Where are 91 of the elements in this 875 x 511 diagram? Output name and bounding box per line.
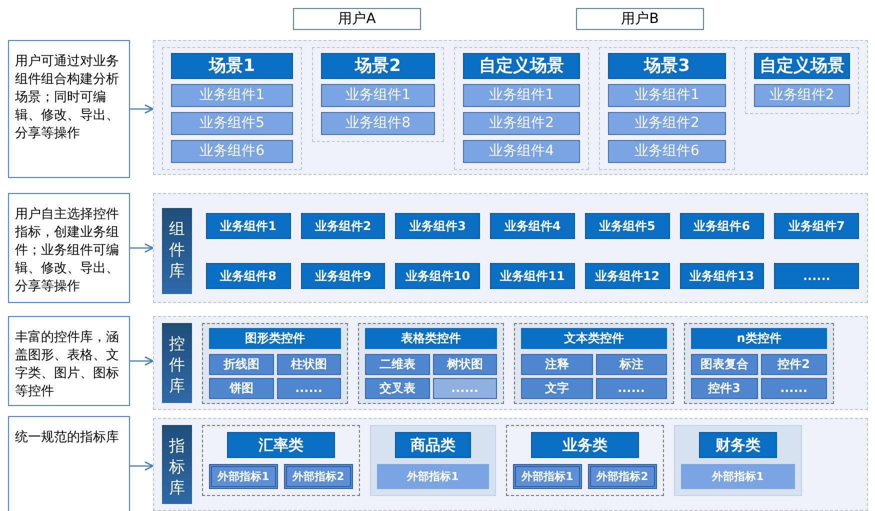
scene-header: 自定义场景 bbox=[462, 53, 580, 79]
scene-card bbox=[744, 47, 859, 114]
component-tile: 业务组件3 bbox=[395, 213, 480, 239]
category-header: 表格类控件 bbox=[365, 328, 497, 349]
control-tile: 控件3 bbox=[691, 378, 758, 399]
component-tile: 业务组件4 bbox=[462, 140, 580, 163]
component-tile: 业务组件6 bbox=[608, 140, 726, 163]
component-tile: 业务组件2 bbox=[754, 84, 850, 107]
layer-panel bbox=[153, 418, 868, 511]
component-tile: 业务组件8 bbox=[321, 112, 435, 135]
component-tile: 业务组件1 bbox=[206, 213, 291, 239]
category-header: 业务类 bbox=[531, 432, 639, 458]
control-tile: 文字 bbox=[521, 378, 592, 399]
indicator-tile: 外部指标2 bbox=[284, 464, 353, 489]
indicator-group bbox=[202, 425, 360, 496]
control-group bbox=[684, 323, 834, 404]
component-tile: 业务组件7 bbox=[774, 213, 859, 239]
category-header: n类控件 bbox=[691, 328, 827, 349]
user-tag: 用户A bbox=[293, 8, 421, 30]
component-tile: 业务组件12 bbox=[584, 263, 670, 289]
arrow bbox=[130, 461, 154, 471]
component-tile: 业务组件1 bbox=[171, 84, 294, 107]
component-tile: 业务组件4 bbox=[490, 213, 575, 239]
description-box: 丰富的控件库，涵盖图形、表格、文字类、图片、图标等控件 bbox=[8, 316, 130, 406]
control-tile: ...... bbox=[596, 378, 667, 399]
control-tile: 柱状图 bbox=[276, 354, 341, 375]
library-label: 控件库 bbox=[162, 323, 192, 403]
category-header: 文本类控件 bbox=[521, 328, 667, 349]
arrow bbox=[130, 104, 154, 114]
description-box: 用户可通过对业务组件组合构建分析场景；同时可编辑、修改、导出、分享等操作 bbox=[8, 40, 130, 178]
category-header: 汇率类 bbox=[227, 432, 335, 458]
control-tile: 图表复合 bbox=[691, 354, 758, 375]
description-box: 用户自主选择控件指标，创建业务组件；业务组件可编辑、修改、导出、分享等操作 bbox=[8, 193, 130, 303]
arrow bbox=[130, 356, 154, 366]
component-tile: 业务组件6 bbox=[171, 140, 294, 163]
control-group bbox=[358, 323, 504, 404]
component-tile: 业务组件5 bbox=[171, 112, 294, 135]
component-tile: 业务组件11 bbox=[490, 263, 575, 289]
user-tag: 用户B bbox=[576, 8, 704, 30]
component-tile: 业务组件1 bbox=[462, 84, 580, 107]
control-tile: 折线图 bbox=[209, 354, 274, 375]
control-group bbox=[514, 323, 674, 404]
indicator-group bbox=[506, 425, 664, 496]
indicator-tile: 外部指标1 bbox=[377, 464, 489, 489]
scene-card bbox=[454, 47, 590, 170]
control-tile: ...... bbox=[432, 378, 497, 399]
scene-header: 自定义场景 bbox=[754, 53, 850, 79]
component-tile: 业务组件2 bbox=[462, 112, 580, 135]
component-tile: 业务组件13 bbox=[680, 263, 764, 289]
indicator-group bbox=[370, 425, 496, 496]
component-tile: 业务组件5 bbox=[584, 213, 670, 239]
scene-card bbox=[312, 47, 444, 142]
indicator-tile: 外部指标2 bbox=[588, 464, 657, 489]
component-tile: 业务组件1 bbox=[321, 84, 435, 107]
scene-header: 场景2 bbox=[321, 53, 435, 79]
control-tile: 标注 bbox=[596, 354, 667, 375]
layer-panel bbox=[153, 193, 868, 303]
scene-header: 场景3 bbox=[608, 53, 726, 79]
description-box: 统一规范的指标库 bbox=[8, 416, 130, 511]
scene-card bbox=[162, 47, 302, 170]
library-label: 组件库 bbox=[162, 208, 192, 294]
control-tile: ...... bbox=[760, 378, 827, 399]
indicator-group bbox=[674, 425, 802, 496]
control-tile: 饼图 bbox=[209, 378, 274, 399]
component-tile: 业务组件1 bbox=[608, 84, 726, 107]
control-tile: 控件2 bbox=[760, 354, 827, 375]
control-tile: ...... bbox=[276, 378, 341, 399]
scene-card bbox=[599, 47, 735, 170]
layer-panel bbox=[153, 40, 868, 175]
library-label: 指标库 bbox=[162, 425, 192, 504]
control-tile: 注释 bbox=[521, 354, 592, 375]
component-tile: 业务组件8 bbox=[206, 263, 291, 289]
component-tile: 业务组件6 bbox=[680, 213, 764, 239]
scene-header: 场景1 bbox=[171, 53, 294, 79]
category-header: 图形类控件 bbox=[209, 328, 341, 349]
control-group bbox=[202, 323, 348, 404]
control-tile: 交叉表 bbox=[365, 378, 430, 399]
component-tile: 业务组件10 bbox=[395, 263, 480, 289]
category-header: 商品类 bbox=[395, 432, 471, 458]
arrow bbox=[130, 243, 154, 253]
component-tile: 业务组件2 bbox=[300, 213, 386, 239]
component-tile: ...... bbox=[774, 263, 859, 289]
component-tile: 业务组件9 bbox=[300, 263, 386, 289]
indicator-tile: 外部指标1 bbox=[681, 464, 795, 489]
control-tile: 树状图 bbox=[432, 354, 497, 375]
indicator-tile: 外部指标1 bbox=[209, 464, 278, 489]
control-tile: 二维表 bbox=[365, 354, 430, 375]
category-header: 财务类 bbox=[699, 432, 777, 458]
indicator-tile: 外部指标1 bbox=[513, 464, 582, 489]
layer-panel bbox=[153, 316, 868, 410]
component-tile: 业务组件2 bbox=[608, 112, 726, 135]
